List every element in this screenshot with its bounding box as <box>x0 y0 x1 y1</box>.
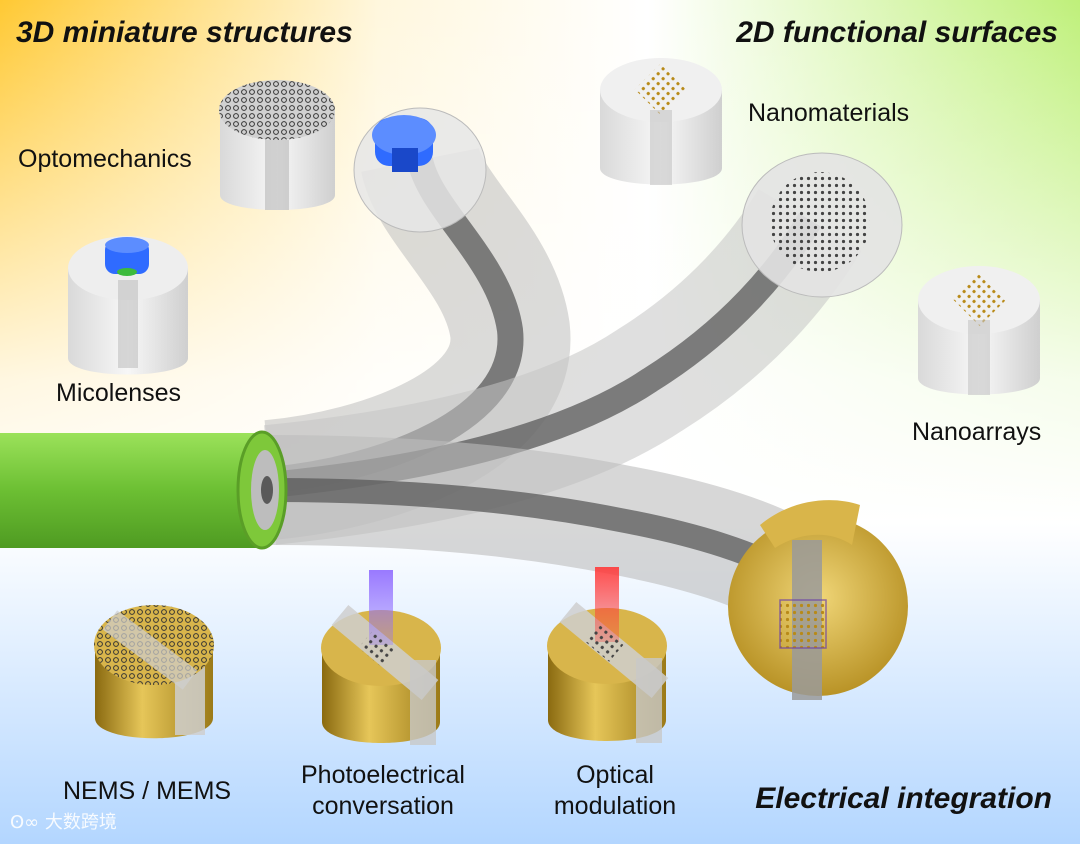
heading-2d-surfaces: 2D functional surfaces <box>736 16 1058 49</box>
nanomaterials-device <box>600 58 722 185</box>
label-optical-line1: Optical <box>576 761 654 789</box>
label-nanoarrays: Nanoarrays <box>912 418 1042 446</box>
label-microlenses: Micolenses <box>56 379 182 407</box>
microlens-device <box>68 236 188 375</box>
branch-end-gold-electrode <box>728 500 908 700</box>
label-optical-line2: modulation <box>553 792 677 821</box>
label-nanomaterials: Nanomaterials <box>748 99 910 127</box>
photoelectrical-device <box>321 570 441 745</box>
branch-end-microlens <box>353 107 487 233</box>
watermark-text: 大数跨境 <box>44 812 117 833</box>
label-optical-modulation: Optical modulation <box>530 760 700 823</box>
nanoarrays-device <box>918 266 1040 395</box>
label-nems-mems: NEMS / MEMS <box>63 777 232 805</box>
branch-end-nanoarray <box>741 152 903 298</box>
heading-electrical-integration: Electrical integration <box>755 782 1052 815</box>
label-photoelectrical: Photoelectrical conversation <box>288 760 478 823</box>
optomechanics-device <box>219 80 335 210</box>
optical-modulation-device <box>547 567 669 743</box>
label-optomechanics: Optomechanics <box>18 145 192 173</box>
watermark-icon: ʘ∞ <box>10 812 40 833</box>
label-photoelectrical-line1: Photoelectrical <box>301 761 465 789</box>
watermark-logo: ʘ∞ 大数跨境 <box>10 808 117 834</box>
heading-3d-structures: 3D miniature structures <box>16 16 353 49</box>
label-photoelectrical-line2: conversation <box>312 792 454 821</box>
fiber-jacket <box>0 430 288 550</box>
nems-device <box>94 605 214 739</box>
